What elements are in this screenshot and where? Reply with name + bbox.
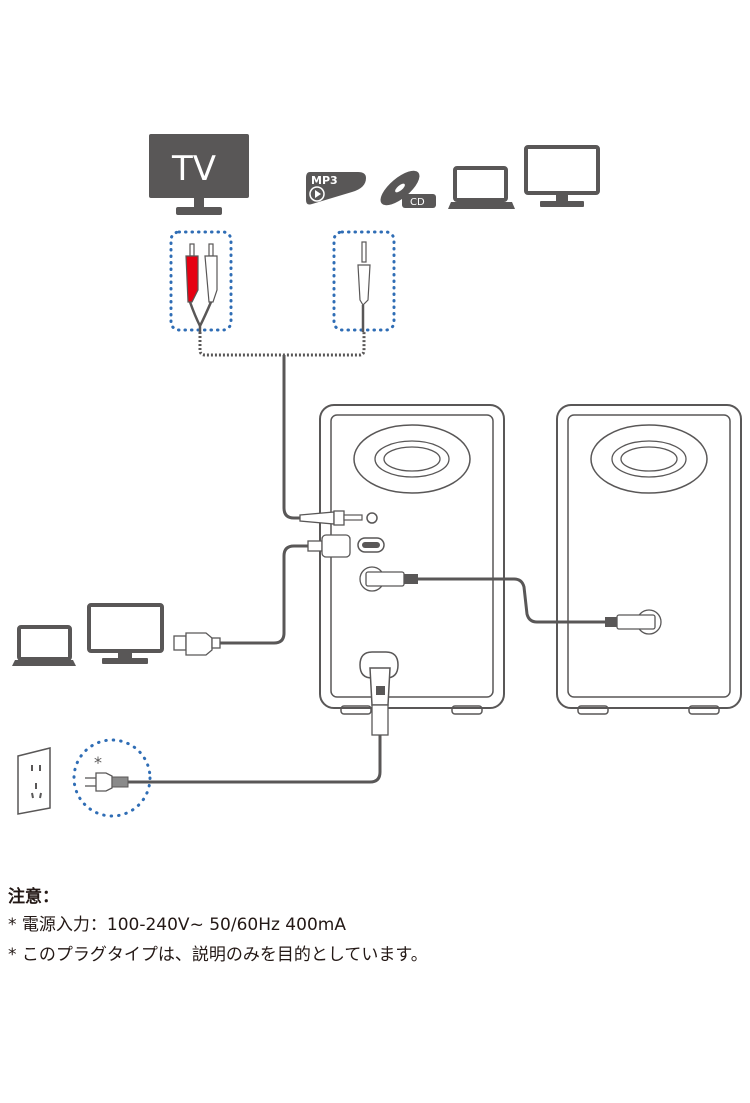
wall-outlet-icon	[17, 747, 51, 815]
plug-highlight	[72, 738, 152, 818]
usb-c-connector	[307, 534, 385, 558]
usb-plug-left	[173, 632, 221, 656]
link-connector-right	[605, 609, 662, 635]
aux-plug-highlight	[332, 230, 396, 332]
cd-label: CD	[410, 197, 425, 208]
dotted-cable	[198, 332, 366, 357]
laptop-icon-left	[12, 625, 76, 666]
power-cable	[128, 735, 382, 784]
tv-icon: TV	[149, 134, 249, 215]
rca-plug-highlight	[169, 230, 233, 332]
usb-c-cable	[220, 544, 308, 645]
audio-cable	[282, 355, 318, 520]
connection-diagram: TV MP3 CD	[12, 134, 742, 818]
monitor-icon-left	[87, 603, 164, 664]
laptop-icon	[448, 166, 515, 209]
mp3-label: MP3	[311, 174, 338, 187]
speaker-link-cable	[418, 577, 606, 624]
notes-section: 注意： * 電源入力：100-240V~ 50/60Hz 400mA * このプ…	[8, 884, 428, 970]
rca-plugs	[185, 243, 218, 332]
cd-icon: CD	[380, 170, 436, 208]
notes-title: 注意：	[8, 887, 59, 907]
monitor-icon	[524, 145, 600, 207]
link-connector-left	[359, 566, 418, 592]
note-plug-type: * このプラグタイプは、説明のみを目的としています。	[8, 945, 428, 965]
mp3-player-icon: MP3	[306, 172, 366, 205]
right-speaker	[556, 404, 742, 715]
left-speaker	[319, 404, 505, 715]
power-connector	[359, 651, 399, 736]
plug-asterisk: *	[94, 753, 102, 772]
aux-jack-connector	[299, 510, 378, 526]
power-plug-icon: *	[85, 753, 129, 792]
tv-label: TV	[171, 149, 216, 189]
aux-plug	[357, 241, 371, 332]
note-power-input: * 電源入力：100-240V~ 50/60Hz 400mA	[8, 915, 346, 935]
